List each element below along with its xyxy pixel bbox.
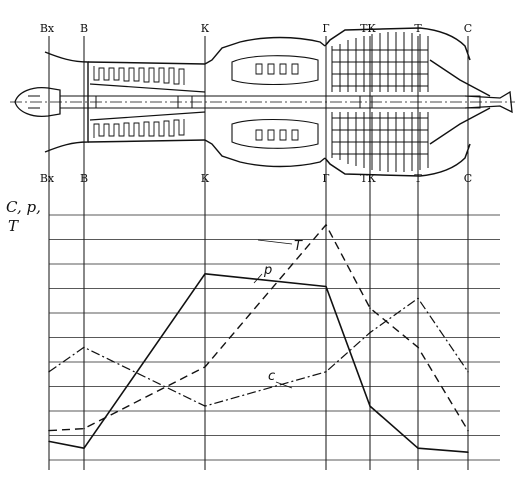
curve-label-velocity: c (268, 369, 293, 389)
combustor-holes (255, 63, 299, 141)
compressor-blades-upper (93, 66, 185, 85)
series-point-T-inlet (48, 429, 50, 432)
series-point-p-compressor-inlet (83, 447, 85, 450)
series-point-p-turbine-exit (417, 447, 419, 450)
chart-grid (49, 214, 500, 461)
series-point-p-compressor-exit (204, 273, 206, 275)
series-point-T-nozzle-exit (467, 429, 469, 432)
station-label-top-nozzle-exit: С (464, 22, 472, 35)
combustor-casing (204, 36, 326, 168)
curve-label-temperature: T (257, 239, 303, 254)
station-labels-bottom: Вх В К Г ТК Т С (40, 172, 472, 185)
temperature-leader (257, 239, 293, 245)
chart-series (48, 224, 469, 454)
station-label-top-inlet: Вх (40, 22, 55, 35)
turbine-disks (332, 49, 428, 155)
series-point-T-combustor-exit (325, 224, 327, 226)
series-point-c-compressor-inlet (83, 346, 85, 349)
station-label-top-compressor-inlet: В (80, 22, 88, 35)
series-point-p-turbine-compressor (369, 405, 371, 407)
series-line-velocity (48, 297, 469, 407)
station-label-bottom-turbine-compressor: ТК (360, 172, 376, 185)
series-point-c-nozzle-exit (467, 371, 469, 373)
temperature-curve-label: T (294, 239, 303, 254)
velocity-leader (275, 381, 293, 389)
series-point-T-compressor-exit (204, 366, 206, 368)
curve-label-pressure: p (253, 263, 272, 284)
series-point-c-inlet (48, 371, 50, 373)
station-label-bottom-combustor-exit: Г (322, 172, 329, 185)
engine-cross-section (10, 27, 515, 177)
station-labels-top: Вх В К Г ТК Т С (40, 22, 472, 35)
shaft-bearings (83, 96, 373, 108)
station-label-bottom-compressor-exit: К (201, 172, 210, 185)
series-point-T-turbine-compressor (369, 307, 371, 309)
station-label-top-compressor-exit: К (201, 22, 210, 35)
exhaust-nozzle (464, 90, 513, 114)
series-point-c-turbine-compressor (369, 331, 371, 334)
pressure-curve-label: p (263, 263, 272, 278)
station-label-bottom-turbine-exit: Т (414, 172, 422, 185)
y-axis-label-line1: C, p, (6, 198, 41, 216)
combustor-liner-upper (231, 55, 319, 86)
series-line-temperature (48, 224, 469, 432)
station-label-bottom-inlet: Вх (40, 172, 55, 185)
exhaust-cone (429, 59, 491, 145)
series-point-p-combustor-exit (325, 285, 327, 288)
series-point-c-turbine-exit (417, 297, 419, 300)
station-label-top-combustor-exit: Г (322, 22, 329, 35)
station-label-bottom-compressor-inlet: В (80, 172, 88, 185)
y-axis-label-line2: T (8, 217, 19, 235)
compressor-casing (87, 61, 206, 143)
series-point-c-combustor-exit (325, 371, 327, 373)
series-point-p-inlet (48, 440, 50, 443)
pressure-leader (253, 273, 263, 284)
intake-duct (44, 51, 89, 153)
engine-shaft (59, 95, 481, 109)
series-line-pressure (48, 272, 469, 453)
station-label-top-turbine-compressor: ТК (360, 22, 376, 35)
station-label-bottom-nozzle-exit: С (464, 172, 472, 185)
series-point-c-compressor-exit (204, 405, 206, 407)
station-label-top-turbine-exit: Т (414, 22, 422, 35)
compressor-drum (89, 83, 206, 121)
station-lines (48, 36, 469, 470)
spinner-struts (28, 95, 40, 109)
series-point-T-turbine-exit (417, 346, 419, 349)
velocity-curve-label: c (268, 369, 275, 384)
combustor-liner-lower (231, 118, 319, 149)
series-point-T-compressor-inlet (83, 427, 85, 430)
compressor-blades-lower (93, 119, 185, 138)
series-point-p-nozzle-exit (467, 451, 469, 454)
